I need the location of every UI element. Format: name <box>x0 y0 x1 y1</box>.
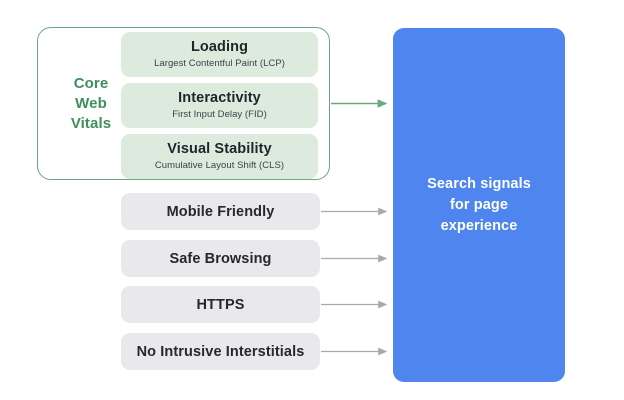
vital-card-title: Interactivity <box>178 90 261 106</box>
vital-card-subtitle: First Input Delay (FID) <box>172 109 267 120</box>
core-web-vitals-label-line-2: Web <box>75 95 107 112</box>
vital-card-interactivity[interactable]: Interactivity First Input Delay (FID) <box>121 83 318 128</box>
outcome-line-3: experience <box>440 217 518 234</box>
signal-pill-no-intrusive-interstitials[interactable]: No Intrusive Interstitials <box>121 333 320 370</box>
signal-pill-https[interactable]: HTTPS <box>121 286 320 323</box>
vital-card-loading[interactable]: Loading Largest Contentful Paint (LCP) <box>121 32 318 77</box>
core-web-vitals-label-line-1: Core <box>73 75 109 92</box>
signal-pill-safe-browsing[interactable]: Safe Browsing <box>121 240 320 277</box>
vital-card-title: Loading <box>190 39 249 55</box>
vital-card-subtitle: Largest Contentful Paint (LCP) <box>154 58 285 69</box>
outcome-panel-text: Search signals for page experience <box>415 174 543 237</box>
core-web-vitals-group-label: Core Web Vitals <box>55 74 127 134</box>
signal-pill-mobile-friendly[interactable]: Mobile Friendly <box>121 193 320 230</box>
outcome-line-2: for page <box>449 196 508 213</box>
vital-card-subtitle: Cumulative Layout Shift (CLS) <box>154 160 285 171</box>
signal-pill-label: HTTPS <box>196 296 245 313</box>
signal-pill-label: Mobile Friendly <box>166 203 275 220</box>
signal-pill-label: No Intrusive Interstitials <box>136 343 305 360</box>
core-web-vitals-label-line-3: Vitals <box>70 115 112 132</box>
vital-card-title: Visual Stability <box>167 141 272 157</box>
outcome-panel-search-signals[interactable]: Search signals for page experience <box>393 28 565 382</box>
outcome-line-1: Search signals <box>427 175 531 192</box>
signal-pill-label: Safe Browsing <box>169 250 272 267</box>
vital-card-visual-stability[interactable]: Visual Stability Cumulative Layout Shift… <box>121 134 318 179</box>
